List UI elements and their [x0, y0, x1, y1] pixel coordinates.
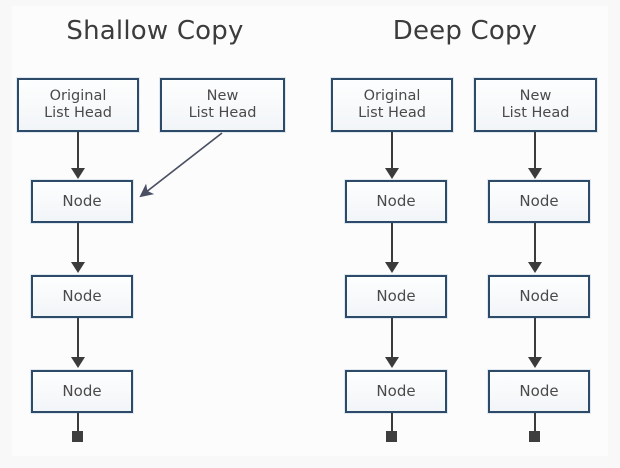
deep-original-list-head-label: Original List Head: [358, 87, 426, 121]
shallow-node-1[interactable]: Node: [31, 180, 133, 223]
shallow-connector-node3-to-terminator: [77, 413, 79, 433]
deep-original-arrowhead-head-to-node1: [385, 168, 399, 179]
deep-original-connector-node2-to-node3: [391, 318, 393, 359]
deep-original-node-1-label: Node: [376, 191, 416, 210]
shallow-connector-node2-to-node3: [77, 318, 79, 359]
shallow-original-list-head[interactable]: Original List Head: [17, 78, 139, 132]
deep-new-connector-node3-to-terminator: [534, 413, 536, 433]
deep-new-connector-node1-to-node2: [534, 223, 536, 264]
deep-new-arrowhead-head-to-node1: [528, 168, 542, 179]
panel-title-deep-copy: Deep Copy: [392, 16, 538, 46]
shallow-node-3-label: Node: [62, 381, 102, 400]
deep-new-list-head-label: New List Head: [501, 87, 570, 121]
shallow-connector-head-to-node1: [77, 132, 79, 170]
panel-title-shallow-copy: Shallow Copy: [66, 16, 244, 46]
deep-original-arrowhead-node1-to-node2: [385, 262, 399, 273]
shallow-arrowhead-node2-to-node3: [71, 357, 85, 368]
deep-new-list-terminator-square: [529, 431, 540, 442]
shallow-node-3[interactable]: Node: [31, 370, 133, 413]
shallow-list-terminator-square: [72, 431, 83, 442]
deep-new-connector-node2-to-node3: [534, 318, 536, 359]
deep-new-node-3[interactable]: Node: [488, 370, 590, 413]
shallow-node-1-label: Node: [62, 191, 102, 210]
deep-original-node-2-label: Node: [376, 286, 416, 305]
deep-original-node-3-label: Node: [376, 381, 416, 400]
shallow-new-list-head[interactable]: New List Head: [160, 78, 285, 132]
deep-new-arrowhead-node2-to-node3: [528, 357, 542, 368]
deep-new-list-head[interactable]: New List Head: [474, 78, 597, 132]
deep-original-node-3[interactable]: Node: [345, 370, 447, 413]
deep-original-connector-node1-to-node2: [391, 223, 393, 264]
deep-new-node-1[interactable]: Node: [488, 180, 590, 223]
deep-new-node-1-label: Node: [519, 191, 559, 210]
shallow-arrowhead-node1-to-node2: [71, 262, 85, 273]
shallow-original-list-head-label: Original List Head: [44, 87, 112, 121]
deep-new-node-2[interactable]: Node: [488, 275, 590, 318]
shallow-new-list-head-label: New List Head: [188, 87, 257, 121]
deep-original-connector-node3-to-terminator: [391, 413, 393, 433]
deep-original-list-head[interactable]: Original List Head: [331, 78, 453, 132]
shallow-node-2[interactable]: Node: [31, 275, 133, 318]
deep-original-node-2[interactable]: Node: [345, 275, 447, 318]
shallow-node-2-label: Node: [62, 286, 102, 305]
deep-new-connector-head-to-node1: [534, 132, 536, 170]
deep-original-arrowhead-node2-to-node3: [385, 357, 399, 368]
shallow-connector-node1-to-node2: [77, 223, 79, 264]
deep-original-connector-head-to-node1: [391, 132, 393, 170]
deep-new-node-3-label: Node: [519, 381, 559, 400]
deep-new-node-2-label: Node: [519, 286, 559, 305]
deep-original-node-1[interactable]: Node: [345, 180, 447, 223]
deep-original-list-terminator-square: [386, 431, 397, 442]
shallow-arrowhead-head-to-node1: [71, 168, 85, 179]
deep-new-arrowhead-node1-to-node2: [528, 262, 542, 273]
